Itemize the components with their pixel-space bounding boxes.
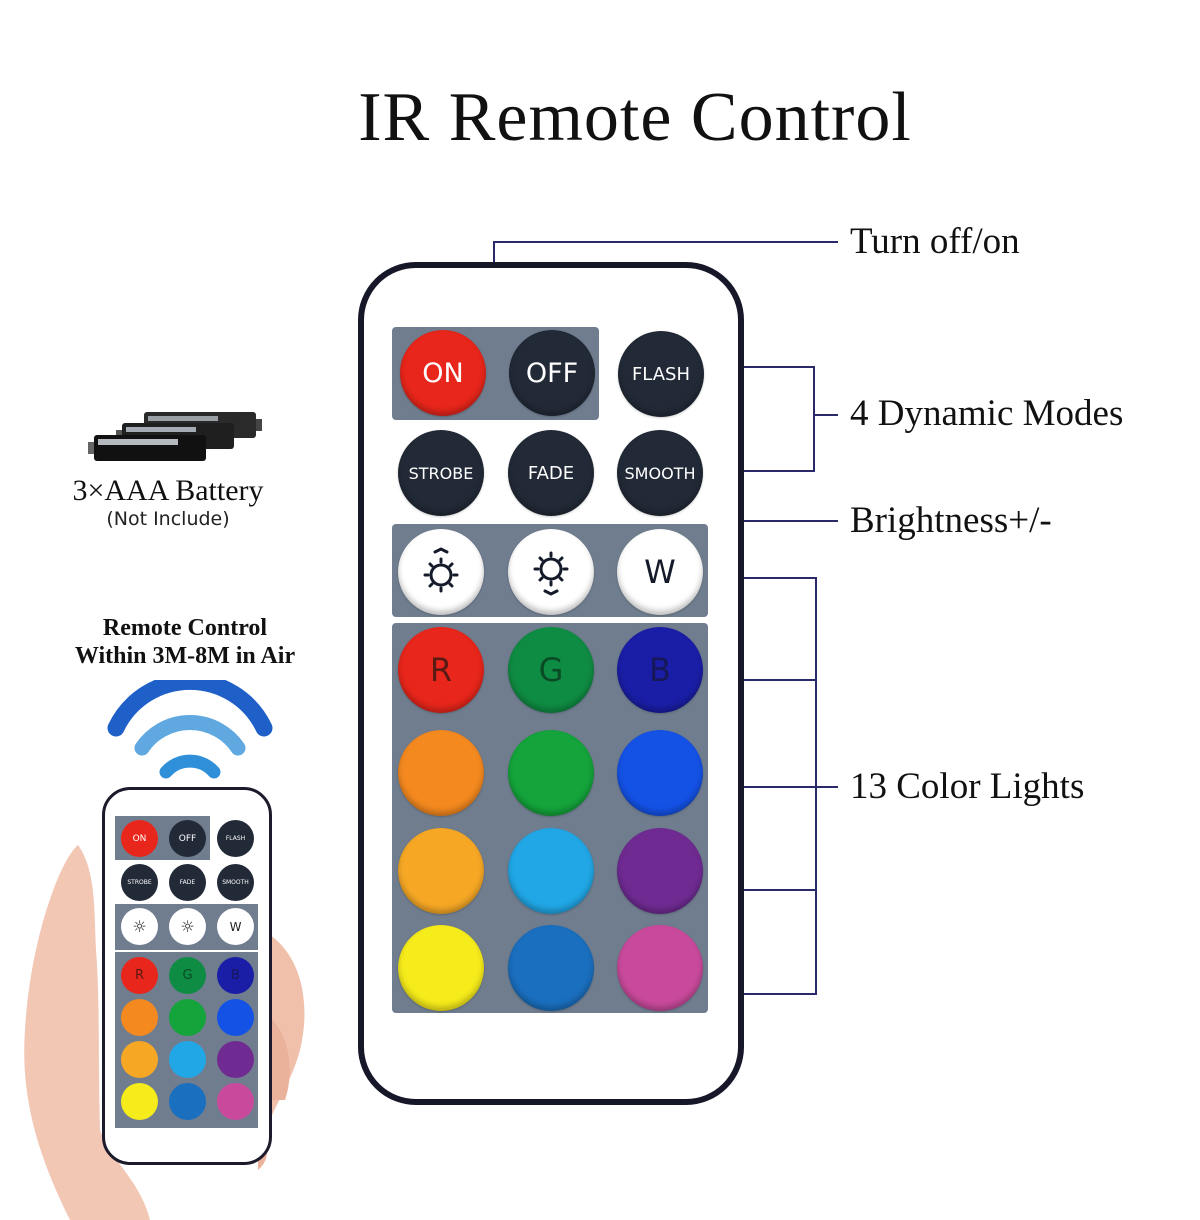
color-button-red[interactable]: R	[398, 627, 484, 713]
color-button-yellow[interactable]	[398, 925, 484, 1011]
mini-color-button-red: R	[121, 957, 158, 994]
mini-strobe-button: STROBE	[121, 864, 158, 901]
mini-color-button-amber	[121, 1041, 158, 1078]
color-label-red: R	[429, 651, 453, 689]
color-button-bright-blue[interactable]	[617, 730, 703, 816]
leader-line-modes	[712, 366, 815, 472]
white-button[interactable]: W	[617, 529, 703, 615]
off-button[interactable]: OFF	[509, 330, 595, 416]
mini-color-button-green: G	[169, 957, 206, 994]
mini-color-button-orange	[121, 999, 158, 1036]
callout-modes: 4 Dynamic Modes	[850, 393, 1124, 434]
mini-brightness-down-icon: ☼	[121, 908, 158, 945]
range-line-2: Within 3M-8M in Air	[74, 643, 296, 669]
color-button-purple[interactable]	[617, 828, 703, 914]
color-button-sky-blue[interactable]	[508, 828, 594, 914]
color-button-ocean-blue[interactable]	[508, 925, 594, 1011]
brightness-down-icon	[423, 547, 459, 593]
on-button[interactable]: ON	[400, 330, 486, 416]
color-button-green[interactable]: G	[508, 627, 594, 713]
color-button-blue[interactable]: B	[617, 627, 703, 713]
mini-on-button: ON	[121, 820, 158, 857]
brightness-up-icon	[533, 551, 569, 596]
color-label-green: G	[538, 651, 564, 689]
mini-smooth-button: SMOOTH	[217, 864, 254, 901]
brightness-down-button[interactable]	[398, 529, 484, 615]
color-button-amber[interactable]	[398, 828, 484, 914]
color-button-magenta[interactable]	[617, 925, 703, 1011]
color-label-blue: B	[649, 651, 671, 689]
aaa-batteries-icon	[88, 412, 262, 461]
mini-color-button-bright-blue	[217, 999, 254, 1036]
mini-flash-button: FLASH	[217, 820, 254, 857]
mini-white-button: W	[217, 908, 254, 945]
mini-color-button-ocean-blue	[169, 1083, 206, 1120]
mini-color-button-sky-blue	[169, 1041, 206, 1078]
color-button-orange[interactable]	[398, 730, 484, 816]
mini-color-button-blue: B	[217, 957, 254, 994]
battery-note: (Not Include)	[106, 508, 230, 530]
smooth-button[interactable]: SMOOTH	[617, 430, 703, 516]
color-button-light-green[interactable]	[508, 730, 594, 816]
battery-label: 3×AAA Battery	[72, 474, 264, 507]
signal-waves-icon	[107, 680, 273, 779]
fade-button[interactable]: FADE	[508, 430, 594, 516]
flash-button[interactable]: FLASH	[618, 331, 704, 417]
mini-fade-button: FADE	[169, 864, 206, 901]
mini-brightness-up-icon: ☼	[169, 908, 206, 945]
callout-power: Turn off/on	[850, 221, 1020, 262]
range-line-1: Remote Control	[102, 615, 268, 641]
mini-color-button-purple	[217, 1041, 254, 1078]
mini-off-button: OFF	[169, 820, 206, 857]
mini-color-button-light-green	[169, 999, 206, 1036]
strobe-button[interactable]: STROBE	[398, 430, 484, 516]
mini-color-button-magenta	[217, 1083, 254, 1120]
range-text: Remote Control Within 3M-8M in Air	[40, 614, 330, 670]
mini-color-button-yellow	[121, 1083, 158, 1120]
callout-colors: 13 Color Lights	[850, 766, 1085, 807]
brightness-up-button[interactable]	[508, 529, 594, 615]
page-title: IR Remote Control	[358, 79, 912, 156]
callout-brightness: Brightness+/-	[850, 500, 1052, 541]
